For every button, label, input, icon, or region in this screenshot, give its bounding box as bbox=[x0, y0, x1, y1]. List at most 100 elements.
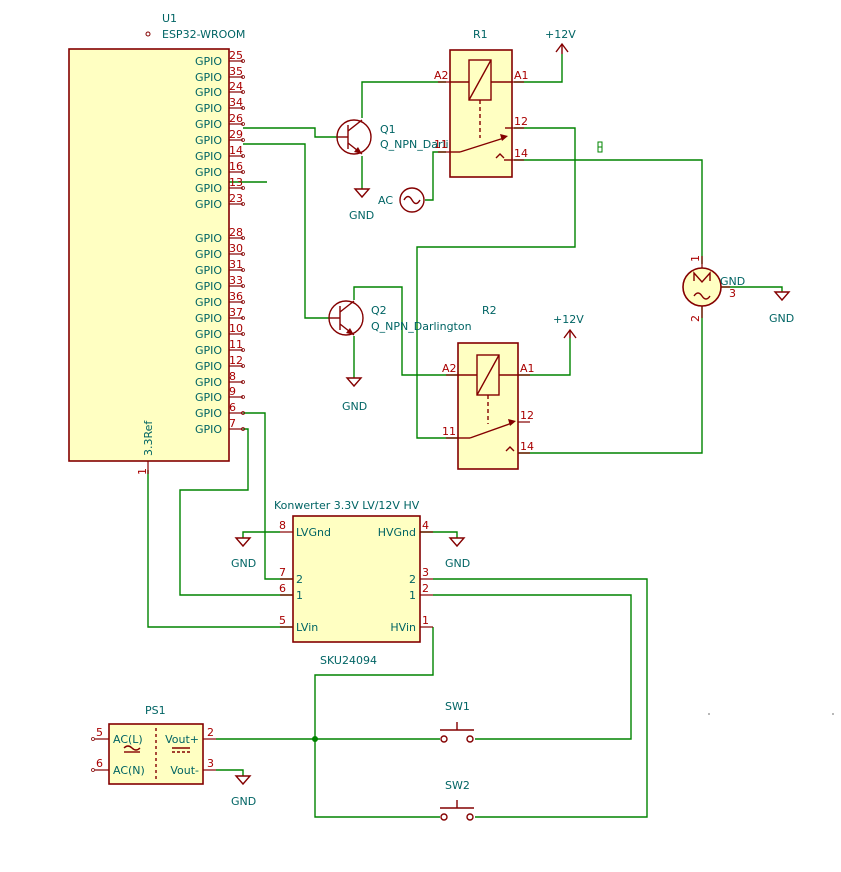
esp32-pin-name: GPIO bbox=[195, 198, 222, 211]
wire-r1p12-r2p11 bbox=[416, 127, 576, 439]
power-vcc-r1: +12V bbox=[545, 28, 576, 54]
q2-value: Q_NPN_Darlington bbox=[371, 320, 472, 333]
converter-pin-name: 1 bbox=[409, 589, 416, 602]
r1-pin-a1: A1 bbox=[514, 69, 529, 82]
esp32-pin-name: GPIO bbox=[195, 71, 222, 84]
vcc-label-r1: +12V bbox=[545, 28, 576, 41]
converter-right-pin: 12 bbox=[409, 582, 433, 602]
wire-hvin-junction bbox=[314, 627, 434, 739]
converter-left-pin: 16 bbox=[279, 582, 303, 602]
esp32-pin: GPIO 9 bbox=[195, 385, 245, 404]
wire-sw2-conv3 bbox=[433, 578, 648, 818]
wire-3v3-lvin bbox=[147, 470, 293, 628]
power-vcc-r2: +12V bbox=[553, 313, 584, 339]
converter-pin-number: 6 bbox=[279, 582, 286, 595]
converter-right-pin: HVin 1 bbox=[390, 614, 433, 634]
esp32-pin-number: 31 bbox=[229, 258, 243, 271]
level-converter[interactable]: Konwerter 3.3V LV/12V HV SKU24094 LVGnd8… bbox=[274, 499, 433, 667]
q1-ref: Q1 bbox=[380, 123, 396, 136]
esp32-pin-number: 13 bbox=[229, 176, 243, 189]
r1-switch-contact bbox=[459, 137, 505, 153]
esp32-pin-number: 9 bbox=[229, 385, 236, 398]
esp32-pin-number: 37 bbox=[229, 306, 243, 319]
ps1-left-pin: AC(N) 6 bbox=[91, 757, 145, 777]
gnd-label-q1: GND bbox=[349, 209, 374, 222]
r1-pin-a2: A2 bbox=[434, 69, 449, 82]
gnd-hv: GND bbox=[445, 537, 470, 570]
motor-pin-1: 1 bbox=[689, 255, 702, 262]
q2-emitter-arrow bbox=[346, 328, 354, 335]
transistor-q2[interactable]: Q2 Q_NPN_Darlington bbox=[328, 300, 472, 336]
esp32-pin-name: GPIO bbox=[195, 150, 222, 163]
switch-sw2[interactable]: SW2 bbox=[440, 779, 474, 821]
wire-gpio29-q2 bbox=[243, 143, 330, 319]
ps1-pin-number: 2 bbox=[207, 726, 214, 739]
esp32-pin-name: GPIO bbox=[195, 118, 222, 131]
ps1-pin-number: 6 bbox=[96, 757, 103, 770]
esp32-pin-name: GPIO bbox=[195, 182, 222, 195]
gnd-ps1: GND bbox=[231, 775, 256, 808]
esp32-pin-name: GPIO bbox=[195, 248, 222, 261]
esp32-pin: GPIO 29 bbox=[195, 128, 245, 147]
ps1-ac-icon bbox=[123, 745, 141, 751]
esp32-pin-name: GPIO bbox=[195, 391, 222, 404]
converter-pin-name: HVGnd bbox=[378, 526, 416, 539]
esp32-pin-name: GPIO bbox=[195, 134, 222, 147]
converter-pin-number: 7 bbox=[279, 566, 286, 579]
esp32-pin-number: 25 bbox=[229, 49, 243, 62]
converter-pin-number: 4 bbox=[422, 519, 429, 532]
r2-ref: R2 bbox=[482, 304, 497, 317]
ps1-pin-number: 3 bbox=[207, 757, 214, 770]
converter-pin-number: 1 bbox=[422, 614, 429, 627]
wire-q2-r2a2 bbox=[353, 286, 458, 376]
ps1-pin-name: AC(N) bbox=[113, 764, 145, 777]
gnd-label-q2: GND bbox=[342, 400, 367, 413]
r2-pin-a1: A1 bbox=[520, 362, 535, 375]
grid-markers bbox=[708, 713, 834, 715]
switch-sw1[interactable]: SW1 bbox=[440, 700, 474, 743]
esp32-pin-name: GPIO bbox=[195, 102, 222, 115]
converter-pin-number: 5 bbox=[279, 614, 286, 627]
ac-source-circle bbox=[399, 187, 425, 213]
esp32-pin-number: 26 bbox=[229, 112, 243, 125]
q2-ref: Q2 bbox=[371, 304, 387, 317]
relay-r1[interactable]: R1 A2 A1 11 12 14 bbox=[434, 28, 529, 178]
q1-emitter-arrow bbox=[354, 147, 362, 154]
motor-m1[interactable]: 1 2 3 GND bbox=[682, 255, 745, 322]
motor-pin-3: 3 bbox=[729, 287, 736, 300]
esp32-pin-number: 16 bbox=[229, 160, 243, 173]
esp32-pin: GPIO 13 bbox=[195, 176, 245, 195]
wire-vout-gnd bbox=[216, 769, 244, 776]
converter-pin-number: 3 bbox=[422, 566, 429, 579]
ac-label: AC bbox=[378, 194, 393, 207]
relay-r2[interactable]: R2 A2 A1 11 12 14 bbox=[442, 304, 535, 470]
r1-pin-14: 14 bbox=[514, 147, 528, 160]
r1-pin-11: 11 bbox=[434, 138, 448, 151]
q2-envelope bbox=[328, 300, 364, 336]
converter-pin-name: HVin bbox=[390, 621, 416, 634]
gnd-label-lv: GND bbox=[231, 557, 256, 570]
ps1-left-pin: AC(L)5 bbox=[91, 726, 143, 746]
esp32-ref-pin-name: 3.3Ref bbox=[142, 420, 155, 456]
wire-motor2-r2p14 bbox=[518, 304, 703, 454]
esp32-pin-name: GPIO bbox=[195, 232, 222, 245]
esp32-pin-number: 12 bbox=[229, 354, 243, 367]
esp32-pin-number: 33 bbox=[229, 274, 243, 287]
esp32-pin-name: GPIO bbox=[195, 264, 222, 277]
r2-switch-contact bbox=[469, 422, 513, 439]
ac-source[interactable]: AC bbox=[378, 187, 425, 213]
r2-pin-14: 14 bbox=[520, 440, 534, 453]
esp32-pin-number: 29 bbox=[229, 128, 243, 141]
